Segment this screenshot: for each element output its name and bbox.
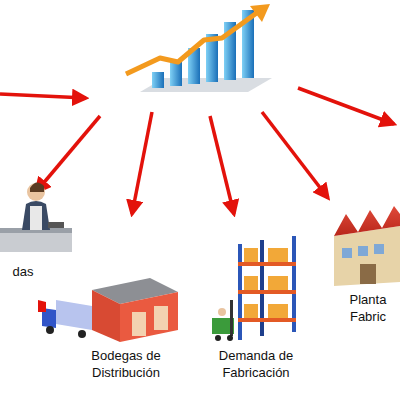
storage-rack-icon bbox=[212, 236, 296, 341]
label-text: das bbox=[3, 264, 43, 281]
growth-chart-icon bbox=[126, 4, 272, 92]
icon-label: Planta Fabric bbox=[339, 292, 397, 326]
label-text: Planta Fabric bbox=[339, 292, 397, 326]
icon-label: das bbox=[3, 264, 43, 281]
label-text: Demanda de Fabricación bbox=[200, 348, 312, 382]
label-text: Bodegas de Distribución bbox=[70, 348, 182, 382]
icon-label: Bodegas de Distribución bbox=[70, 348, 182, 382]
warehouse-icon bbox=[38, 278, 178, 342]
sales-clerk-icon bbox=[0, 182, 72, 252]
factory-icon bbox=[334, 206, 400, 286]
flow-arrows bbox=[0, 88, 394, 214]
icon-label: Demanda de Fabricación bbox=[200, 348, 312, 382]
